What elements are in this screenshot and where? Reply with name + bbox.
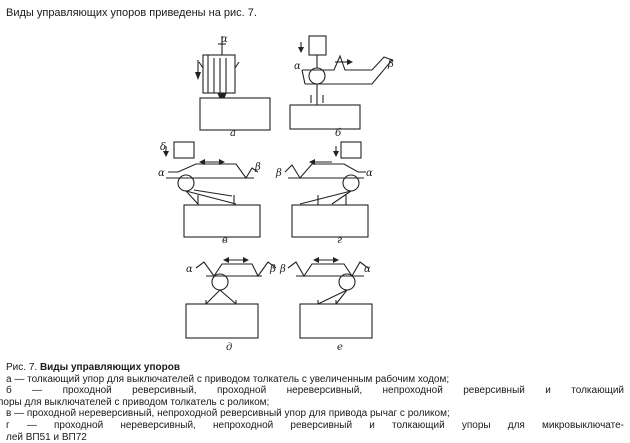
panel-e-alpha: α	[186, 264, 193, 275]
panel-c-delta: δ	[160, 142, 166, 153]
panel-b-base	[289, 104, 361, 130]
intro-text: Виды управляющих упоров приведены на рис…	[6, 7, 257, 19]
caption-line-a: а — толкающий упор для выключателей с пр…	[6, 373, 450, 385]
panel-f-beta: β	[279, 264, 286, 275]
panel-e-beta: β	[269, 264, 276, 275]
panel-e: α β д	[185, 257, 277, 353]
caption-prefix: Рис. 7.	[6, 362, 38, 373]
panel-c-base	[183, 204, 261, 238]
panel-a-base	[199, 97, 271, 131]
panel-e-base	[185, 303, 259, 339]
figure-caption: Рис. 7. Виды управляющих упоров а — толк…	[0, 362, 628, 443]
caption-line-b-cont: поры для выключателей с приводом толкате…	[0, 396, 270, 408]
caption-line-v: в — проходной нереверсивный, непроходной…	[6, 408, 450, 420]
caption-line-g: г — проходной нереверсивный, непроходной…	[6, 419, 624, 431]
panel-f: β α е	[279, 257, 373, 353]
caption-line-b: б — проходной реверсивный, проходной нер…	[6, 385, 624, 397]
panel-b-switch	[308, 35, 327, 56]
panel-b-beta: β	[387, 59, 394, 70]
panel-d: β α г	[275, 141, 373, 246]
caption-heading: Рис. 7. Виды управляющих упоров	[0, 362, 628, 374]
panel-c-switch	[173, 141, 195, 159]
panel-d-label: г	[337, 235, 342, 246]
panel-c-roller	[177, 174, 195, 192]
panel-c-alpha: α	[158, 168, 165, 179]
panel-f-base	[299, 303, 373, 339]
panel-c: δ α β в	[158, 141, 261, 246]
panel-e-label: д	[226, 342, 232, 353]
panel-a-alpha: α	[221, 34, 228, 45]
panel-b-label: б	[335, 128, 342, 139]
panel-c-beta: β	[254, 162, 261, 173]
panel-a: α а	[195, 34, 271, 139]
figure-7-diagram: α а α β б δ	[158, 34, 394, 353]
panel-a-label: а	[230, 128, 236, 139]
panel-f-alpha: α	[364, 264, 371, 275]
panel-c-label: в	[222, 235, 228, 246]
panel-d-switch	[340, 141, 362, 159]
panel-d-alpha: α	[366, 168, 373, 179]
caption-title: Виды управляющих упоров	[39, 362, 180, 373]
caption-line-g-cont: лей ВП51 и ВП72	[6, 431, 87, 443]
panel-f-label: е	[337, 342, 343, 353]
panel-d-roller	[342, 174, 360, 192]
panel-b: α β б	[289, 35, 394, 139]
panel-b-alpha: α	[294, 61, 301, 72]
panel-d-base	[291, 204, 369, 238]
panel-d-beta: β	[275, 168, 282, 179]
